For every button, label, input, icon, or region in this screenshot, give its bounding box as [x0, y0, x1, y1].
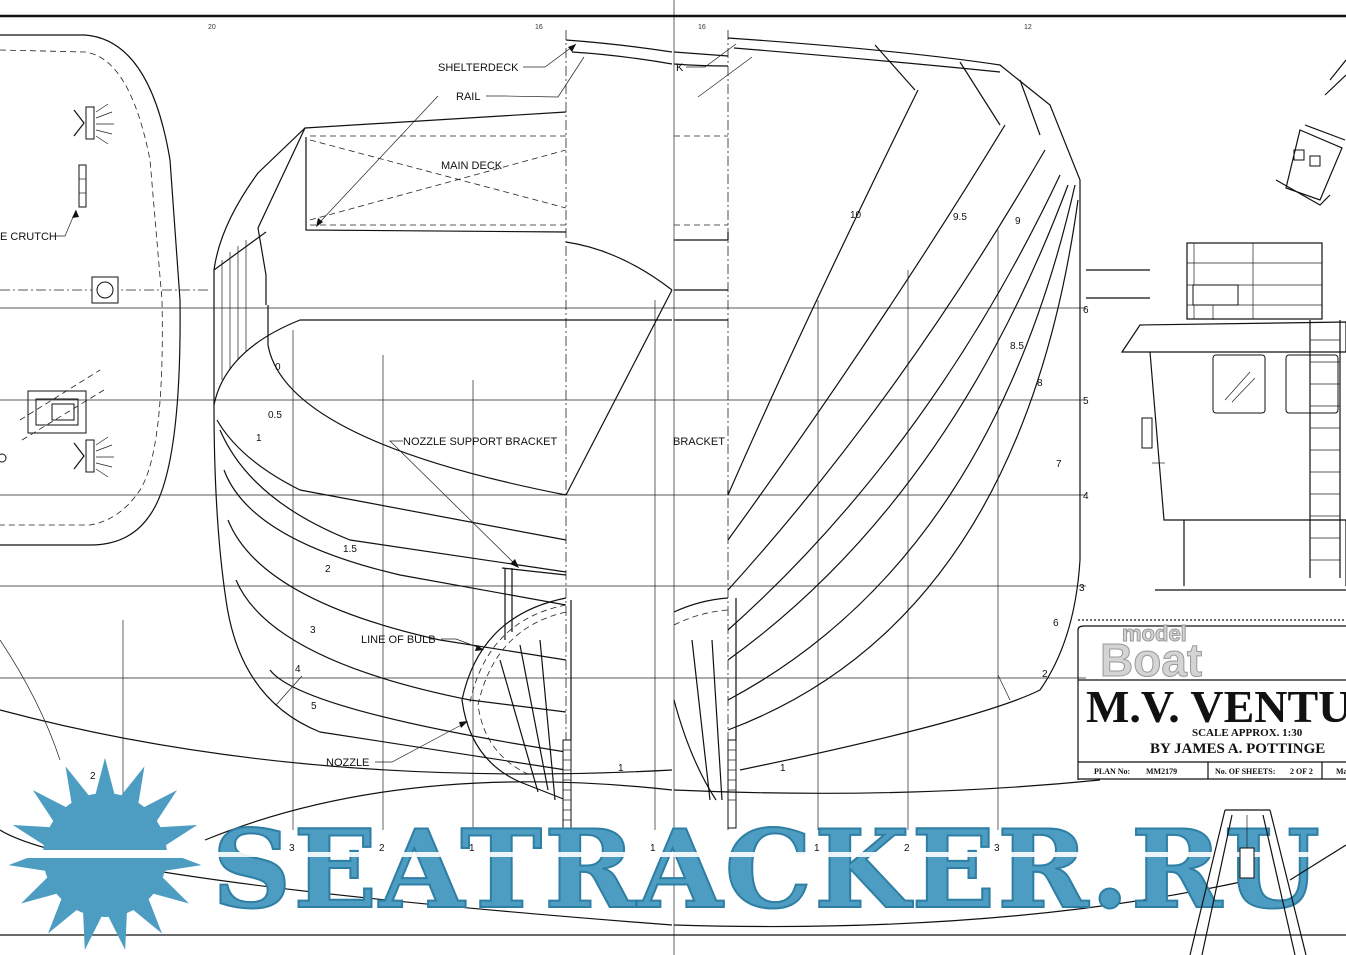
waterline-3: 3 — [1079, 583, 1085, 594]
wheelhouse-elevation — [1086, 242, 1346, 591]
main-deck-label: MAIN DECK — [441, 160, 503, 172]
watermark-logo: SEATRACKER.RU — [8, 758, 1335, 950]
station-2-fwd: 2 — [1042, 669, 1048, 680]
station-10: 10 — [850, 210, 862, 221]
station-6: 6 — [1053, 618, 1059, 629]
station-0-5: 0.5 — [268, 410, 282, 421]
plan-cut-label: Ma — [1336, 767, 1346, 776]
brand-model: model — [1122, 621, 1187, 646]
title-block: model Boat M.V. VENTU SCALE APPROX. 1:30… — [1077, 619, 1346, 780]
vessel-name: M.V. VENTU — [1086, 681, 1346, 732]
winch — [19, 369, 105, 441]
nozzle-support-bracket-label: NOZZLE SUPPORT BRACKET — [403, 436, 558, 448]
sheets-label: No. OF SHEETS: — [1215, 767, 1275, 776]
bollard-lower — [73, 436, 114, 478]
plan-no-label: PLAN No: — [1094, 767, 1130, 776]
line-of-bulb-label: LINE OF BULB — [361, 634, 436, 646]
watermark-text: SEATRACKER.RU — [212, 807, 1322, 933]
sheets-value: 2 OF 2 — [1290, 767, 1313, 776]
bracket-cut-label: BRACKET — [673, 436, 725, 448]
mark-1-fwd: 1 — [780, 763, 786, 774]
station-8-5: 8.5 — [1010, 341, 1024, 352]
station-1-5: 1.5 — [343, 544, 357, 555]
annotations: SHELTERDECK RAIL MAIN DECK K NOZZLE SUPP… — [316, 43, 753, 769]
mark-1-aft: 1 — [618, 763, 624, 774]
scale-mark-20: 20 — [208, 24, 216, 31]
buttock-3-left: 3 — [289, 843, 295, 854]
crutch-rail — [78, 164, 87, 208]
station-9-5: 9.5 — [953, 212, 967, 223]
waterline-4: 4 — [1083, 491, 1089, 502]
scale-mark-16b: 16 — [698, 24, 706, 31]
station-7: 7 — [1056, 459, 1062, 470]
crutch-label: E CRUTCH — [0, 231, 57, 243]
plan-no-value: MM2179 — [1146, 767, 1177, 776]
a-frame-detail — [1189, 809, 1346, 955]
scale-mark-12: 12 — [1024, 24, 1032, 31]
shelterdeck-cut-label: K — [676, 62, 684, 74]
station-3: 3 — [310, 625, 316, 636]
buttock-2-right: 2 — [904, 843, 910, 854]
scale-mark-16a: 16 — [535, 24, 543, 31]
waterline-5: 5 — [1083, 396, 1089, 407]
bollard-upper — [73, 103, 114, 145]
body-plan: 0 0.5 1 1.5 2 3 4 5 10 9.5 9 8.5 8 7 6 2… — [0, 30, 1346, 936]
buttock-1-left: 1 — [469, 843, 475, 854]
station-5: 5 — [311, 701, 317, 712]
station-1: 1 — [256, 433, 262, 444]
scale-text: SCALE APPROX. 1:30 — [1192, 727, 1303, 739]
davit-detail — [1275, 59, 1346, 206]
buttock-1-mid: 1 — [650, 843, 656, 854]
rail-label: RAIL — [456, 91, 480, 103]
mark-2-left: 2 — [90, 771, 96, 782]
buttock-2-left: 2 — [379, 843, 385, 854]
station-9: 9 — [1015, 216, 1021, 227]
station-8: 8 — [1037, 378, 1043, 389]
station-2: 2 — [325, 564, 331, 575]
waterline-6: 6 — [1083, 305, 1089, 316]
brand-boat: Boat — [1100, 634, 1202, 686]
buttock-1-right: 1 — [814, 843, 820, 854]
deck-plan-view: E CRUTCH — [0, 34, 210, 546]
author-text: BY JAMES A. POTTINGE — [1150, 741, 1325, 757]
shelterdeck-label: SHELTERDECK — [438, 62, 519, 74]
bitt — [91, 276, 119, 304]
station-0: 0 — [275, 362, 281, 373]
buttock-3-right: 3 — [994, 843, 1000, 854]
nozzle-label: NOZZLE — [326, 757, 369, 769]
station-4: 4 — [295, 664, 301, 675]
sun-icon — [8, 758, 202, 950]
